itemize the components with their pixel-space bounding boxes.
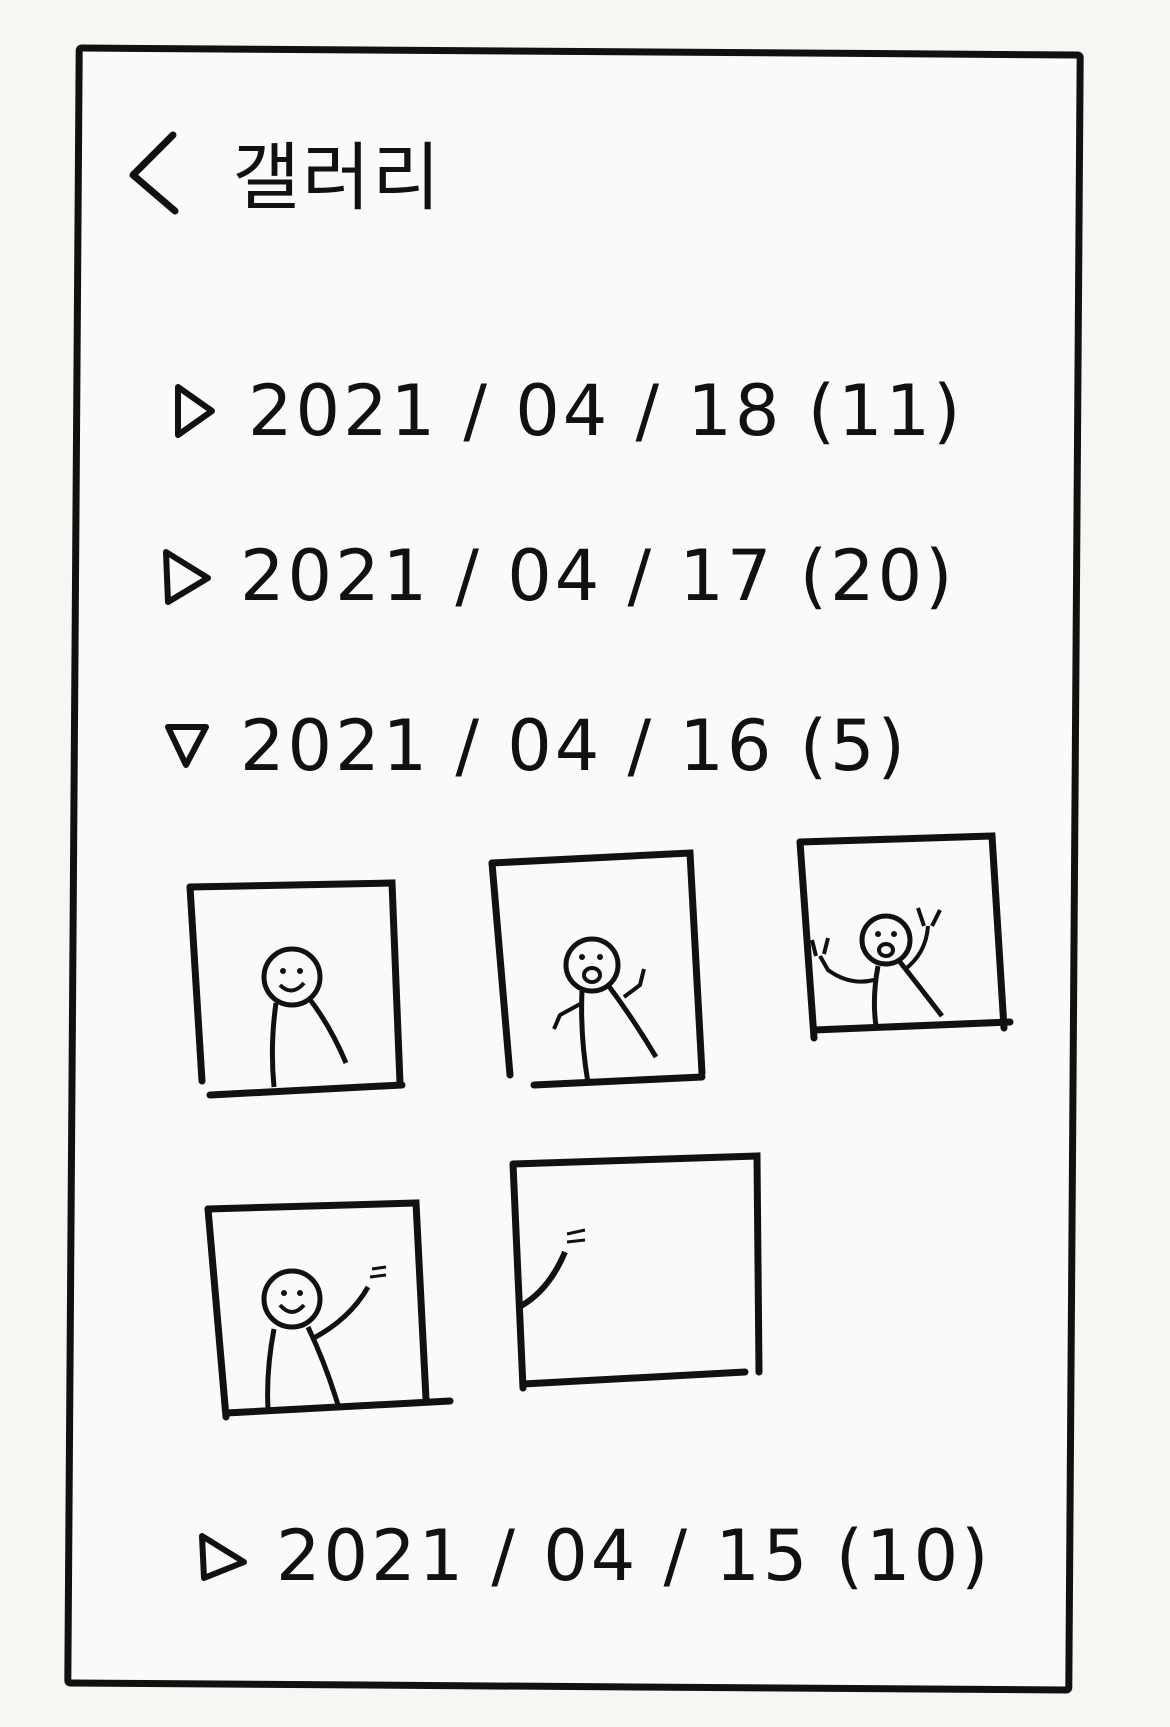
- date-group-header[interactable]: 2021 / 04 / 15 (10): [196, 1515, 991, 1597]
- chevron-left-icon: [129, 131, 179, 214]
- triangle-right-icon: [160, 546, 214, 606]
- date-group-header[interactable]: 2021 / 04 / 17 (20): [160, 535, 955, 617]
- photo-thumbnail[interactable]: [792, 830, 1022, 1060]
- person-smiling-icon: [186, 879, 406, 1099]
- date-group-header-expanded[interactable]: 2021 / 04 / 16 (5): [160, 705, 908, 787]
- photo-thumbnail[interactable]: [484, 845, 724, 1095]
- person-waving-laughing-icon: [488, 849, 706, 1089]
- date-label: 2021 / 04 / 16 (5): [240, 705, 908, 787]
- date-label: 2021 / 04 / 15 (10): [276, 1515, 992, 1597]
- triangle-right-icon: [168, 381, 222, 441]
- person-peace-sign-icon: [796, 832, 1014, 1042]
- date-label: 2021 / 04 / 18 (11): [248, 370, 964, 452]
- photo-thumbnail[interactable]: [200, 1195, 460, 1435]
- triangle-right-icon: [196, 1526, 250, 1586]
- photo-thumbnail[interactable]: [505, 1150, 765, 1400]
- person-waving-hand-icon: [204, 1199, 454, 1421]
- hand-waving-only-icon: [509, 1152, 763, 1392]
- date-label: 2021 / 04 / 17 (20): [240, 535, 956, 617]
- back-button[interactable]: [118, 122, 188, 222]
- date-group-header[interactable]: 2021 / 04 / 18 (11): [168, 370, 963, 452]
- triangle-down-icon: [160, 716, 214, 776]
- page-title: 갤러리: [232, 135, 443, 221]
- photo-thumbnail[interactable]: [180, 875, 410, 1105]
- header-bar: 갤러리: [118, 118, 442, 225]
